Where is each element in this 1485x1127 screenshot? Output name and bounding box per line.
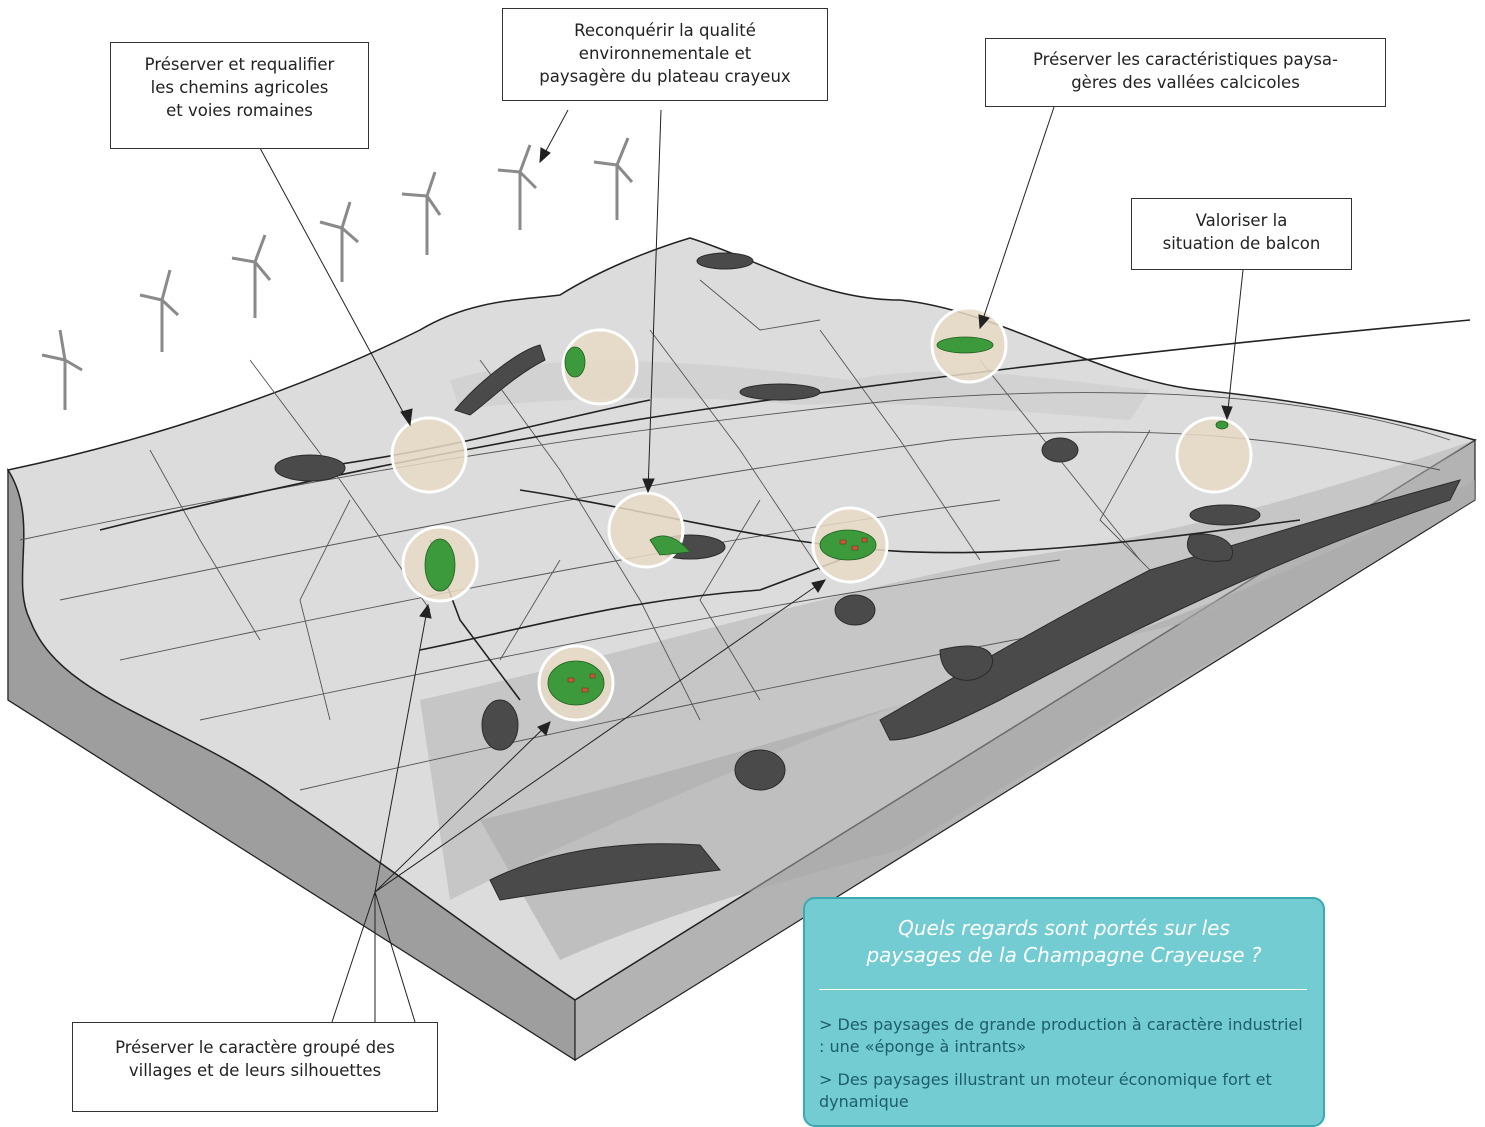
zone-circle xyxy=(390,416,468,494)
wind-turbine-icon xyxy=(497,144,538,230)
callout-chemins-agricoles: Préserver et requalifier les chemins agr… xyxy=(110,42,369,149)
info-question: Quels regards sont portés sur les paysag… xyxy=(866,916,1262,967)
zone-circle xyxy=(607,491,685,569)
info-divider xyxy=(819,989,1307,990)
callout-plateau-crayeux: Reconquérir la qualité environnementale … xyxy=(502,8,828,101)
wind-turbine-icon xyxy=(401,171,442,255)
wind-turbine-icon xyxy=(41,329,83,410)
wind-turbine-icon xyxy=(319,201,359,282)
callout-situation-balcon: Valoriser la situation de balcon xyxy=(1131,198,1352,270)
info-item: > Des paysages de grande production à ca… xyxy=(819,1015,1303,1056)
wind-turbines xyxy=(41,137,634,410)
callout-vallees-calcicoles: Préserver les caractéristiques paysa- gè… xyxy=(985,38,1386,107)
info-panel: Quels regards sont portés sur les paysag… xyxy=(803,897,1325,1127)
wind-turbine-icon xyxy=(593,137,634,220)
plateau-surface xyxy=(6,237,1477,1001)
wind-turbine-icon xyxy=(139,269,180,352)
wind-turbine-icon xyxy=(231,234,272,318)
zone-circle xyxy=(1175,416,1253,494)
leader-lines xyxy=(259,106,1244,1023)
village-buildings xyxy=(567,537,868,693)
zone-circle xyxy=(561,328,639,406)
villages xyxy=(424,336,1229,706)
info-item: > Des paysages illustrant un moteur écon… xyxy=(819,1070,1272,1111)
valley-floor-band xyxy=(480,480,1475,960)
callout-villages-groupes: Préserver le caractère groupé des villag… xyxy=(72,1022,438,1112)
